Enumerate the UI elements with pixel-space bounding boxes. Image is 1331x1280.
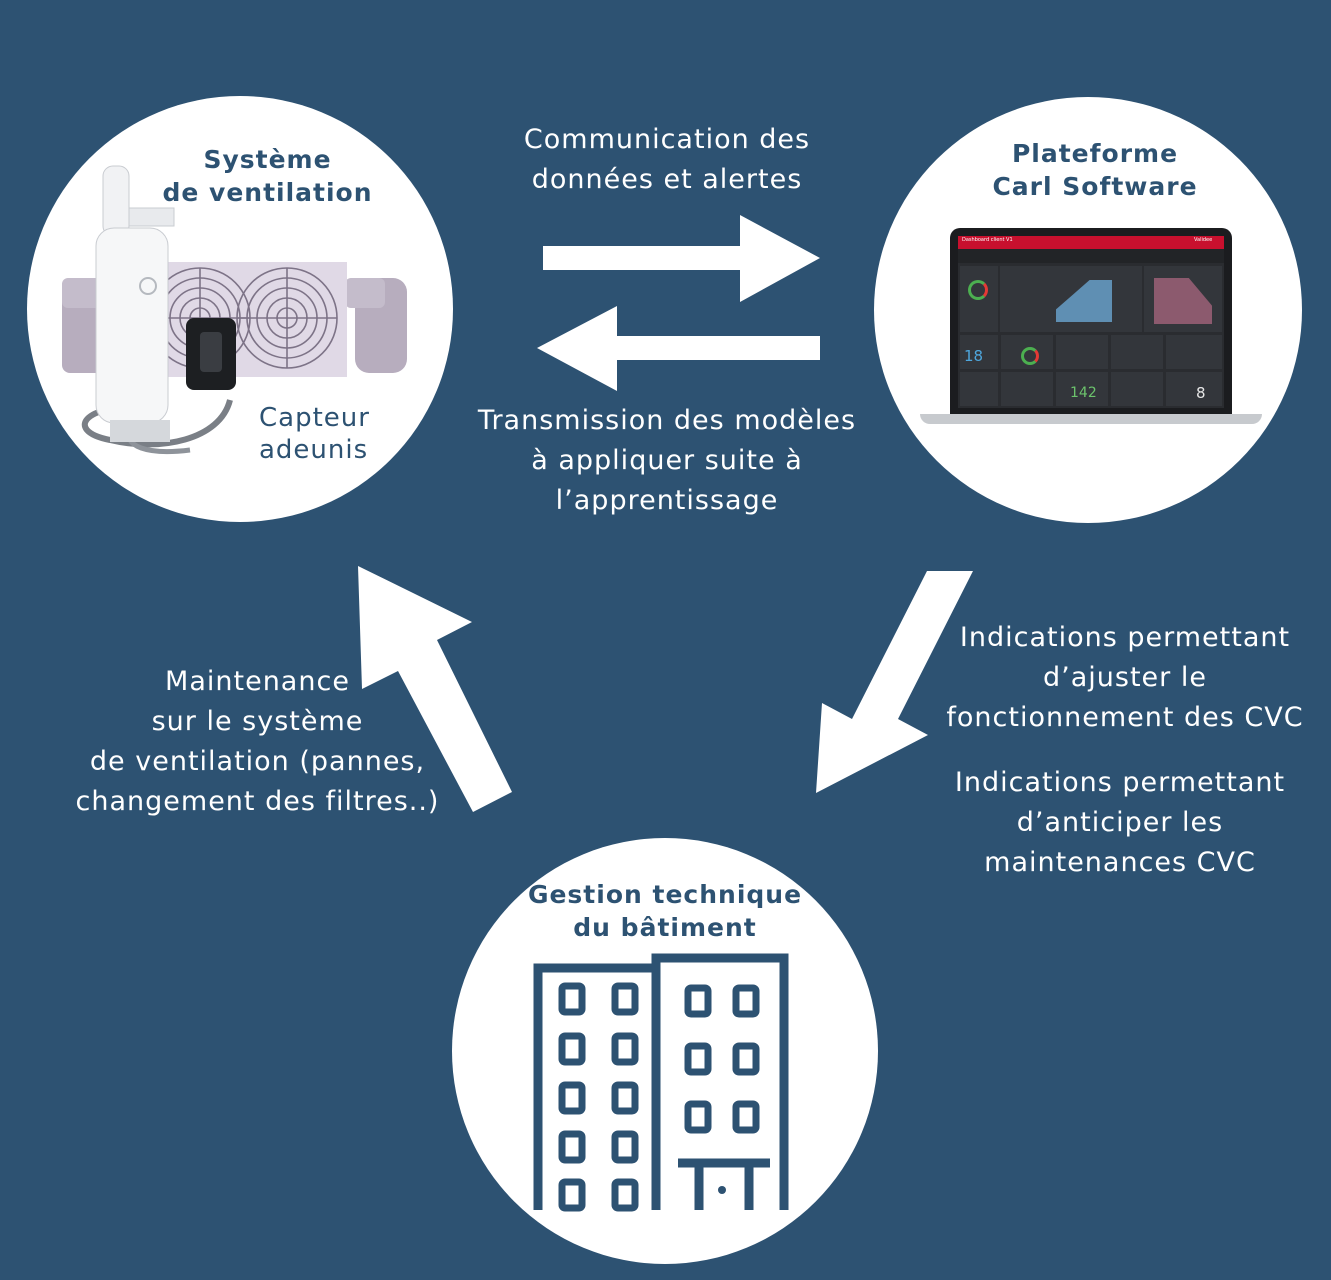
tile [1001,372,1053,406]
adjust-label: Indications permettant d’ajuster le fonc… [946,622,1304,733]
tile-value: 142 [1070,385,1097,401]
laptop-screen: Dashboard client V1 Validee 18 142 8 [958,236,1224,408]
building-circle [452,838,878,1264]
arrow-left-icon [537,306,820,391]
building-title: Gestion technique du bâtiment [527,880,803,942]
tile-value: 8 [1196,384,1206,402]
transmission-label: Transmission des modèles à appliquer sui… [477,405,857,516]
ventilation-title: Système de ventilation [162,145,373,207]
tile: 8 [1166,372,1222,406]
arrow-up-left-icon [358,566,512,812]
laptop-base [920,414,1262,424]
gauge-icon [1021,347,1039,365]
adeunis-sensor-icon [95,165,175,442]
tile-value: 18 [964,347,984,365]
chart-panel [1144,266,1222,332]
tile: 18 [960,335,998,369]
window-icons [558,982,760,1212]
arrow-down-left-icon [816,571,973,793]
sensor-label: Capteur adeunis [259,403,370,465]
gauge-icon [968,280,988,300]
maintenance-label: Maintenance sur le système de ventilatio… [75,666,440,817]
platform-title: Plateforme Carl Software [992,139,1198,201]
tile: 142 [1056,372,1108,406]
gauge-panel [960,266,998,332]
screen-header-button[interactable]: Validee [1194,237,1213,243]
current-clamp-icon [186,318,236,390]
tile [1001,335,1053,369]
tile [1056,335,1108,369]
screen-header-title: Dashboard client V1 [962,237,1013,243]
tile [1166,335,1222,369]
communication-label: Communication des données et alertes [523,124,811,195]
screen-header: Dashboard client V1 Validee [958,236,1224,249]
screen-toolbar [958,249,1224,263]
chart-panel [1000,266,1142,332]
tile [1111,335,1163,369]
tile [960,372,998,406]
arrow-right-icon [543,215,820,302]
fan-icon [236,267,338,369]
anticipate-label: Indications permettant d’anticiper les m… [954,767,1286,878]
tile [1111,372,1163,406]
